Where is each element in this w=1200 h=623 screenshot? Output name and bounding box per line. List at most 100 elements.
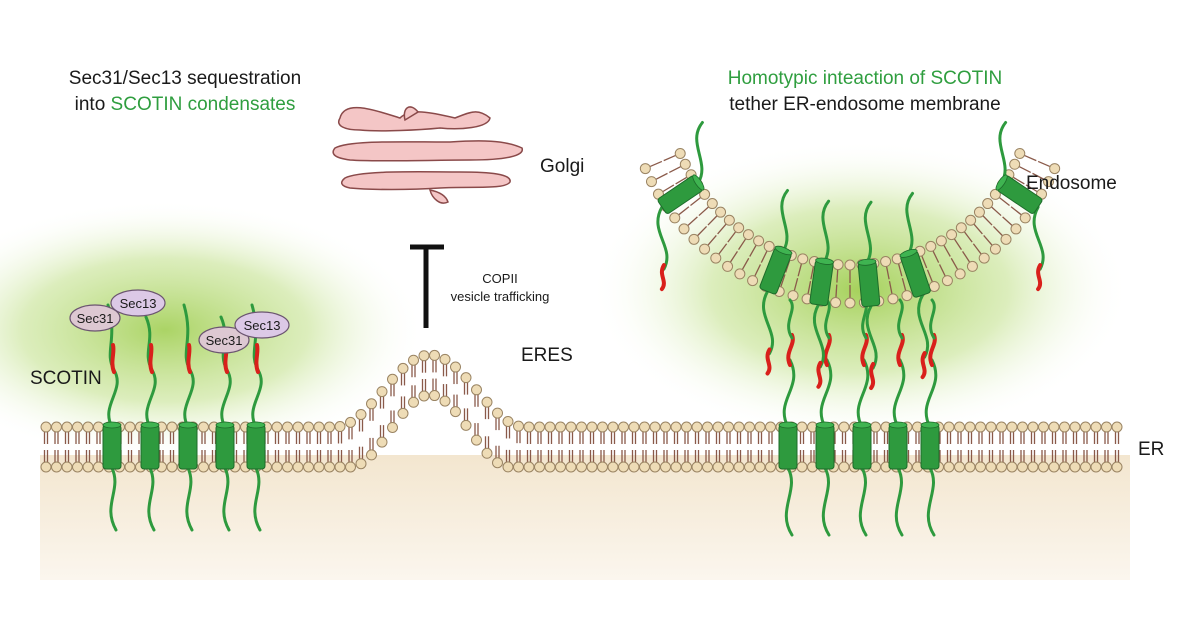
- lipid-head: [523, 421, 535, 433]
- lipid-tail: [729, 250, 738, 263]
- inhibition-symbol: [410, 244, 444, 328]
- lipid-head: [966, 260, 978, 272]
- lipid-tail: [690, 196, 702, 207]
- lipid-tail: [797, 263, 803, 277]
- lipid-head: [844, 297, 856, 309]
- scotin-tm-domain: [852, 421, 872, 470]
- sec31-left: [69, 304, 121, 332]
- lipid-head: [679, 158, 691, 170]
- lipid-tail: [926, 269, 933, 283]
- lipid-head: [1017, 421, 1028, 433]
- lipid-head: [715, 206, 727, 218]
- lipid-tail: [983, 234, 993, 246]
- scotin-idr-segment: [1036, 263, 1043, 292]
- lipid-head: [271, 421, 283, 433]
- scotin-tail: [819, 358, 833, 429]
- scotin-tm-helix: [778, 424, 798, 470]
- sec13-left: [110, 289, 166, 317]
- er-lumen: [40, 455, 1130, 580]
- eres-label: ERES: [521, 345, 573, 366]
- lipid-head: [565, 421, 577, 433]
- lipid-head: [763, 240, 775, 252]
- lipid-head: [460, 419, 472, 431]
- lipid-tail: [963, 231, 973, 243]
- lipid-head: [1090, 421, 1102, 433]
- lipid-head: [324, 421, 335, 433]
- scotin-tm-helix: [852, 424, 872, 470]
- lipid-head: [935, 235, 947, 247]
- lipid-tail: [697, 226, 708, 237]
- lipid-head: [1006, 421, 1018, 433]
- scotin-tail: [821, 466, 831, 537]
- lipid-head: [292, 461, 304, 473]
- scotin-tail: [905, 191, 914, 255]
- lipid-tail: [698, 206, 710, 217]
- scotin-tail: [147, 466, 156, 532]
- lipid-head: [989, 243, 1001, 255]
- lipid-head: [51, 421, 62, 433]
- lipid-head: [618, 461, 629, 473]
- lipid-head: [880, 256, 892, 268]
- lipid-head: [973, 206, 985, 218]
- lipid-head: [681, 421, 692, 433]
- lipid-head: [870, 421, 881, 433]
- lipid-head: [754, 421, 766, 433]
- lipid-head: [597, 461, 608, 473]
- lipid-head: [954, 461, 965, 473]
- scotin-tm-helix: [178, 424, 198, 470]
- scotin-tail: [222, 466, 231, 532]
- sec13-right-label: Sec13: [244, 318, 281, 333]
- lipid-head: [429, 390, 440, 402]
- lipid-head: [946, 229, 958, 241]
- lipid-tail: [675, 176, 688, 185]
- lipid-head: [943, 421, 955, 433]
- scotin-cluster-er-right: [778, 298, 940, 537]
- lipid-head: [733, 222, 745, 234]
- lipid-head: [660, 421, 671, 433]
- lipid-tail: [982, 215, 993, 226]
- lipid-tail: [707, 234, 717, 246]
- scotin-tm-domain: [759, 245, 793, 295]
- lipid-head: [706, 198, 718, 210]
- lipid-head: [955, 222, 967, 234]
- lipid-head: [544, 421, 556, 433]
- lipid-head: [408, 396, 419, 408]
- scotin-idr-segment: [765, 347, 772, 376]
- lipid-head: [796, 421, 808, 433]
- right-caption-line1: Homotypic inteaction of SCOTIN: [728, 68, 1003, 89]
- lipid-head: [481, 396, 493, 408]
- lipid-tail: [1032, 172, 1045, 180]
- lipid-head: [796, 461, 808, 473]
- lipid-head: [576, 421, 587, 433]
- scotin-tail: [761, 290, 775, 355]
- lipid-head: [387, 421, 398, 433]
- scotin-tm-domain: [102, 421, 122, 470]
- lipid-tail: [1025, 184, 1038, 193]
- lipid-head: [450, 406, 461, 418]
- lipid-tail: [655, 172, 668, 180]
- lipid-head: [989, 188, 1001, 200]
- lipid-head: [710, 252, 722, 264]
- lipid-tail: [973, 223, 983, 235]
- lipid-tail: [1037, 160, 1051, 168]
- lipid-head: [471, 384, 482, 396]
- lipid-head: [292, 421, 304, 433]
- lipid-head: [954, 421, 965, 433]
- scotin-tail: [780, 189, 789, 252]
- er-label: ER: [1138, 439, 1164, 460]
- lipid-head: [797, 253, 809, 265]
- scotin-tail: [812, 303, 825, 369]
- lipid-head: [1014, 147, 1026, 159]
- scotin-tail: [865, 304, 878, 370]
- lipid-tail: [885, 266, 890, 280]
- lipid-head: [303, 421, 314, 433]
- scotin-tm-domain: [995, 174, 1043, 214]
- scotin-tm-helix: [246, 424, 266, 470]
- lipid-head: [1017, 461, 1028, 473]
- scotin-tm-domain: [246, 421, 266, 470]
- lipid-head: [639, 163, 651, 175]
- lipid-head: [678, 223, 690, 235]
- lipid-head: [534, 421, 545, 433]
- scotin-tm-helix: [920, 424, 940, 470]
